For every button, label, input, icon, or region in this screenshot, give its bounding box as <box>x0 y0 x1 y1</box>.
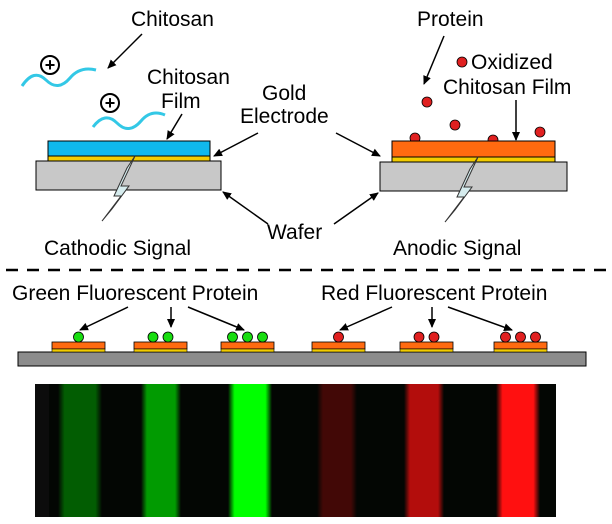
rfp-arrow-icon <box>339 306 393 331</box>
array-wafer <box>17 351 587 367</box>
chitosan-label: Chitosan <box>131 8 214 31</box>
green-protein-dot <box>162 331 174 343</box>
electrode-pad <box>133 331 188 353</box>
oxidized-film-label: Oxidized <box>471 51 553 74</box>
charge-symbol: + <box>45 55 56 75</box>
green-fluorescence-band <box>228 384 272 517</box>
protein-arrow-icon <box>423 35 445 85</box>
green-protein-dot <box>227 331 238 343</box>
pad-gold <box>51 348 106 353</box>
fluorescence-background <box>35 384 556 517</box>
gfp-arrow-icon <box>79 306 129 331</box>
rfp-label: Red Fluorescent Protein <box>321 282 547 305</box>
protein-dot <box>534 126 546 138</box>
positive-charge-icon <box>100 93 120 113</box>
wafer-label: Wafer <box>267 221 322 244</box>
electrode-pad <box>220 331 275 353</box>
green-fluorescence-band <box>58 384 102 517</box>
pad-gold <box>220 348 275 353</box>
oxidized-film-label: Chitosan Film <box>443 76 571 99</box>
pad-film <box>51 341 106 350</box>
red-protein-dot <box>500 331 511 343</box>
gold-electrode-label: Electrode <box>240 105 329 128</box>
gfp-arrow-icon <box>187 306 245 331</box>
protein-label: Protein <box>417 8 484 31</box>
red-fluorescence-band <box>317 384 357 517</box>
wafer-arrow-right-icon <box>333 192 379 225</box>
pad-gold <box>399 348 454 353</box>
fluorescence-edge <box>35 384 49 517</box>
gold-layer <box>391 156 556 163</box>
fluorescence-image <box>35 384 556 517</box>
pad-film <box>311 341 366 350</box>
green-protein-dot <box>147 331 159 343</box>
green-protein-dot <box>73 331 84 343</box>
pad-gold <box>493 348 548 353</box>
chitosan-strand-1: + <box>20 55 97 87</box>
electrode-pad <box>399 331 454 353</box>
anodic-electrode <box>379 140 568 223</box>
lightning-signal-icon <box>101 155 136 222</box>
red-protein-dot <box>413 331 425 343</box>
gold-layer <box>47 155 211 162</box>
gfp-label: Green Fluorescent Protein <box>12 282 258 305</box>
lightning-signal-icon <box>444 156 479 223</box>
free-protein-group <box>409 96 546 146</box>
chitosan-arrow-icon <box>107 33 143 69</box>
chitosan-strand-2: + <box>91 93 166 130</box>
wafer-arrow-left-icon <box>222 191 269 225</box>
rfp-arrow-icon <box>447 306 513 332</box>
anodic-signal-label: Anodic Signal <box>393 237 521 260</box>
pad-film <box>133 341 188 350</box>
cathodic-electrode <box>35 140 222 222</box>
gold-electrode-label: Gold <box>262 82 306 105</box>
chitosan-film-label: Film <box>161 90 201 113</box>
electrode-pad <box>493 331 548 353</box>
charge-symbol: + <box>105 93 116 113</box>
electrode-pad <box>51 331 106 353</box>
positive-charge-icon <box>40 55 60 75</box>
red-protein-dot <box>530 331 541 343</box>
cathodic-signal-label: Cathodic Signal <box>44 237 191 260</box>
oxidized-film-layer <box>391 140 556 158</box>
chitosan-film-arrow-icon <box>166 113 183 140</box>
pad-film <box>399 341 454 350</box>
gold-arrow-right-icon <box>335 132 381 157</box>
protein-dot <box>421 96 433 108</box>
electrode-pad <box>311 331 366 353</box>
chitosan-film-layer <box>47 140 211 157</box>
red-fluorescence-band <box>496 384 540 517</box>
electrode-pads <box>51 331 548 353</box>
green-fluorescence-band <box>141 384 181 517</box>
fluorescence-bands <box>58 384 540 517</box>
pad-film <box>220 341 275 350</box>
chitosan-film-label: Chitosan <box>147 66 230 89</box>
red-fluorescence-band <box>404 384 444 517</box>
oxidized-legend-dot <box>456 56 468 68</box>
pad-film <box>493 341 548 350</box>
gold-arrow-left-icon <box>213 132 259 157</box>
green-protein-dot <box>242 331 253 343</box>
protein-dot <box>449 119 461 131</box>
green-protein-dot <box>257 331 268 343</box>
red-protein-dot <box>333 331 344 343</box>
red-protein-dot <box>515 331 526 343</box>
pad-gold <box>311 348 366 353</box>
red-protein-dot <box>428 331 440 343</box>
pad-gold <box>133 348 188 353</box>
